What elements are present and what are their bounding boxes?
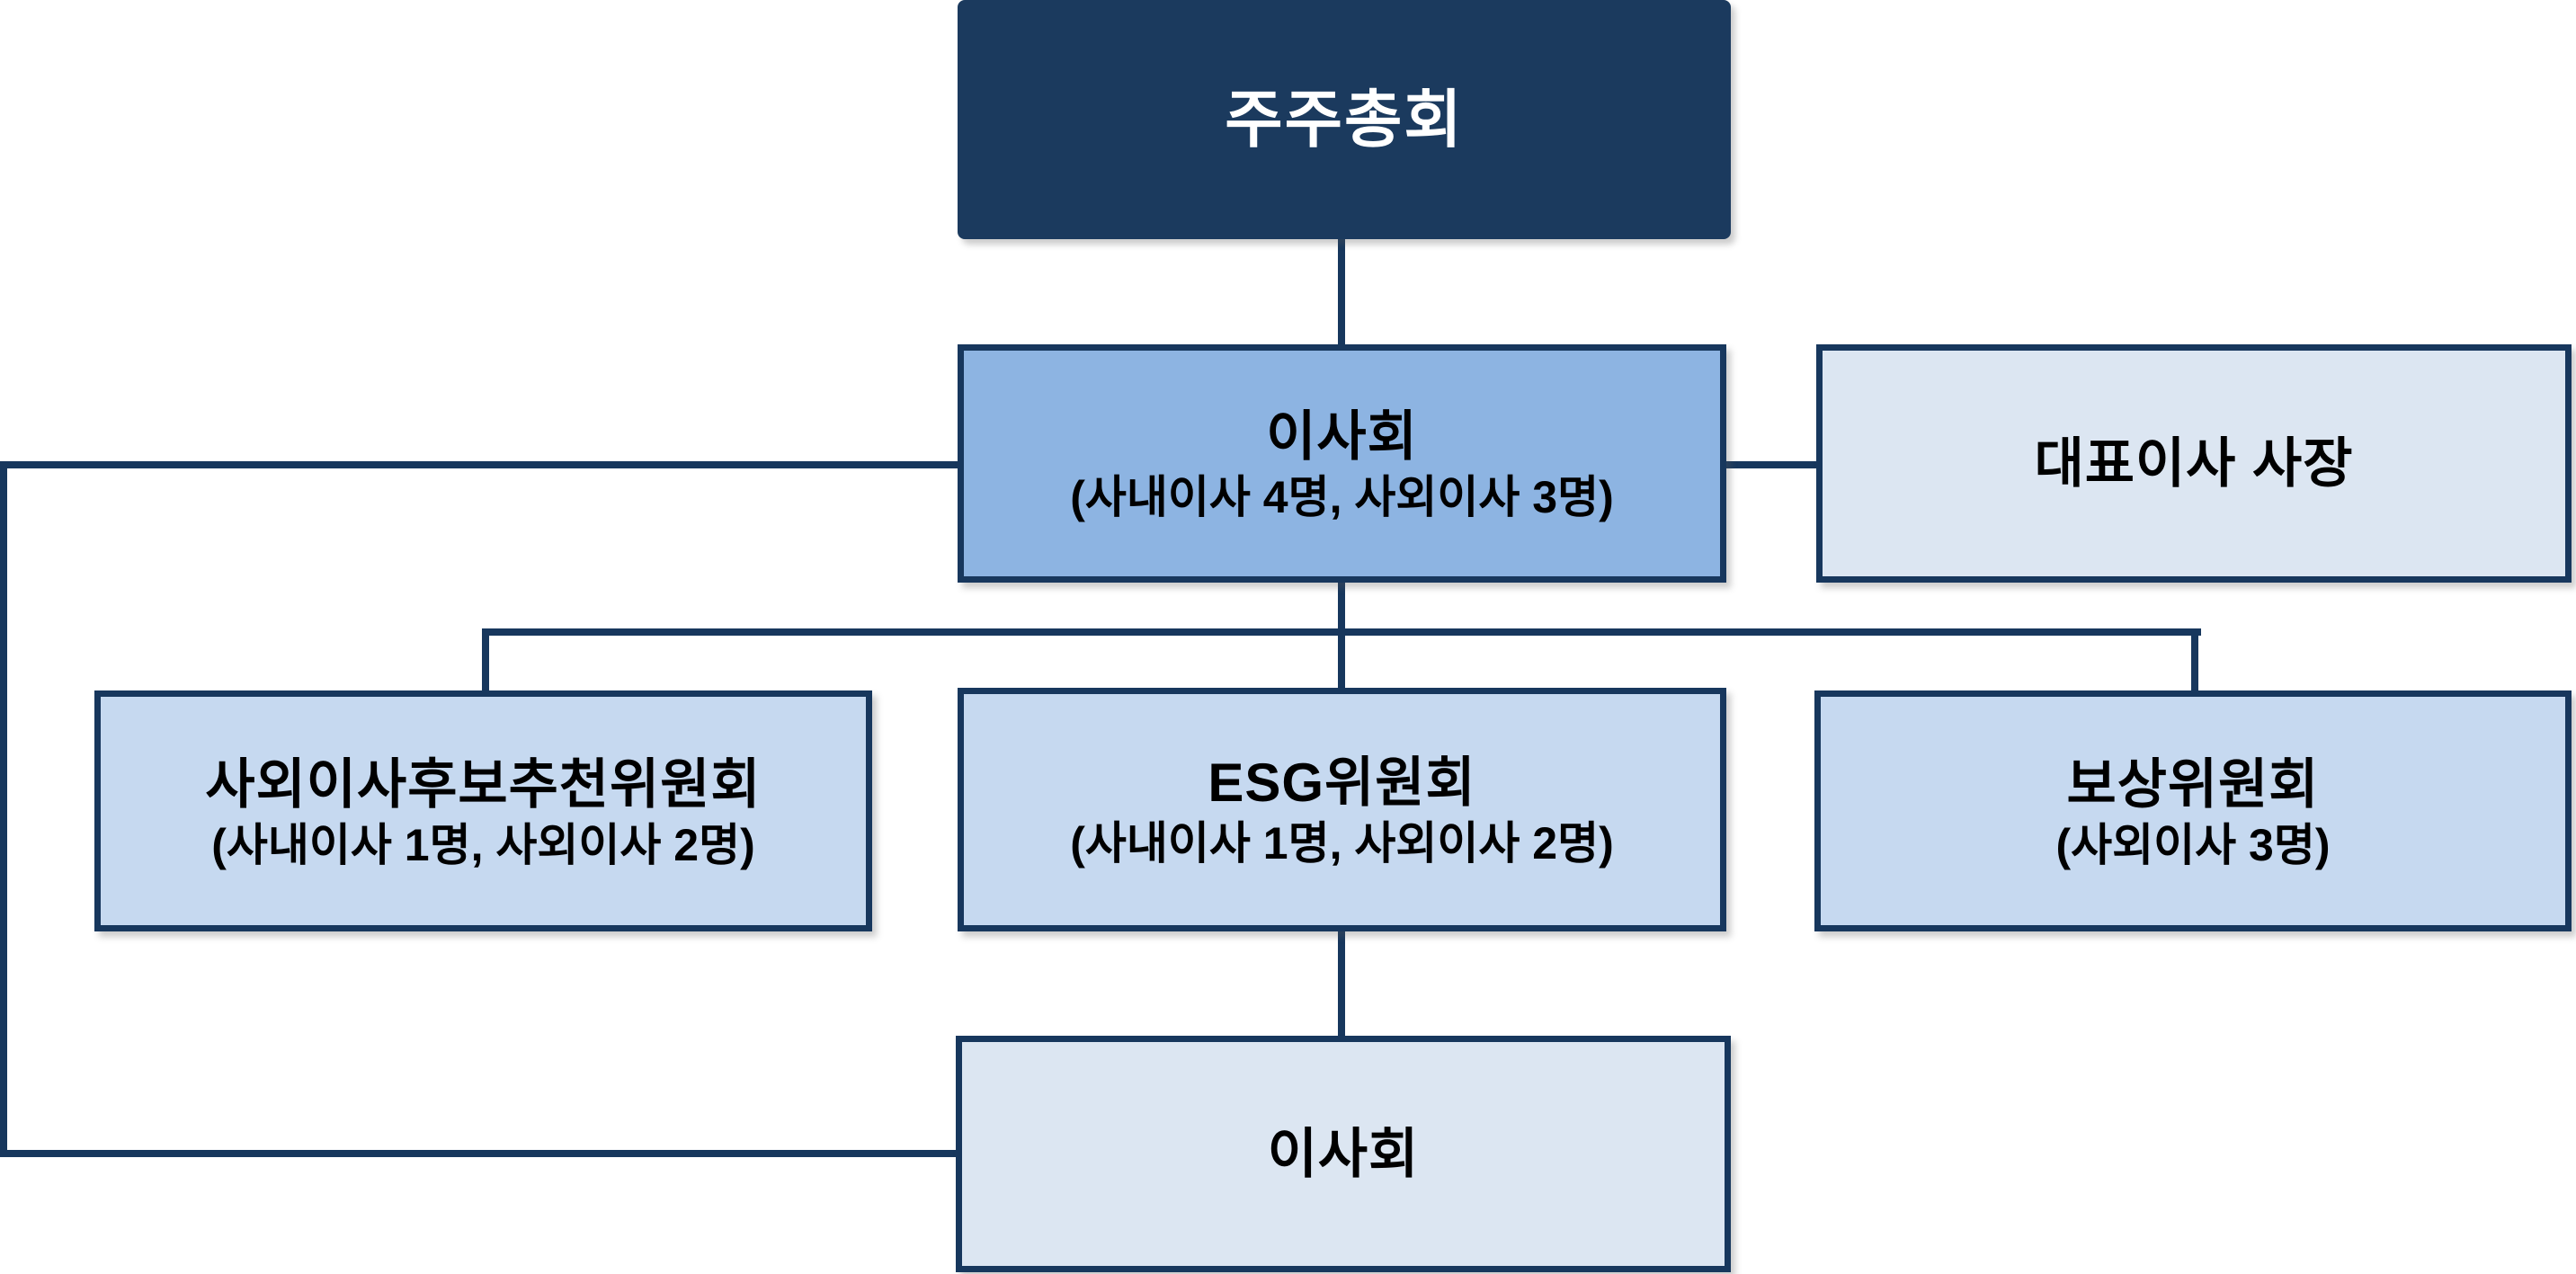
lower-board-label: 이사회 <box>1267 1124 1420 1184</box>
esg-committee-composition: (사내이사 1명, 사외이사 2명) <box>1070 818 1614 869</box>
nomination-committee-composition: (사내이사 1명, 사외이사 2명) <box>211 819 755 870</box>
nomination-committee-label: 사외이사후보추천위원회 <box>205 753 762 815</box>
compensation-committee-composition: (사외이사 3명) <box>2055 819 2331 870</box>
outside-director-nomination-committee-box: 사외이사후보추천위원회 (사내이사 1명, 사외이사 2명) <box>94 690 872 931</box>
connector-committee-branch-horizontal <box>482 628 2201 636</box>
connector-left-vertical <box>0 461 7 1157</box>
compensation-committee-box: 보상위원회 (사외이사 3명) <box>1814 690 2572 931</box>
connector-board-left-horizontal <box>0 461 959 468</box>
connector-board-to-ceo <box>1725 461 1818 468</box>
connector-board-to-committee-branch <box>1338 581 1345 692</box>
connector-shareholders-to-board <box>1338 237 1345 347</box>
ceo-president-box: 대표이사 사장 <box>1816 344 2572 583</box>
connector-left-to-lower-board <box>0 1150 958 1157</box>
ceo-president-label: 대표이사 사장 <box>2034 433 2354 494</box>
connector-branch-to-nomination-committee <box>482 628 489 693</box>
board-of-directors-composition: (사내이사 4명, 사외이사 3명) <box>1070 472 1614 522</box>
lower-board-box: 이사회 <box>956 1036 1731 1272</box>
shareholders-meeting-label: 주주총회 <box>1225 84 1464 155</box>
esg-committee-box: ESG위원회 (사내이사 1명, 사외이사 2명) <box>958 688 1726 931</box>
board-of-directors-box: 이사회 (사내이사 4명, 사외이사 3명) <box>958 344 1726 583</box>
board-of-directors-label: 이사회 <box>1266 406 1418 467</box>
compensation-committee-label: 보상위원회 <box>2066 753 2320 815</box>
connector-branch-to-compensation-committee <box>2191 628 2198 693</box>
shareholders-meeting-box: 주주총회 <box>958 0 1731 239</box>
esg-committee-label: ESG위원회 <box>1208 753 1476 813</box>
connector-esg-to-lower-board <box>1338 930 1345 1038</box>
